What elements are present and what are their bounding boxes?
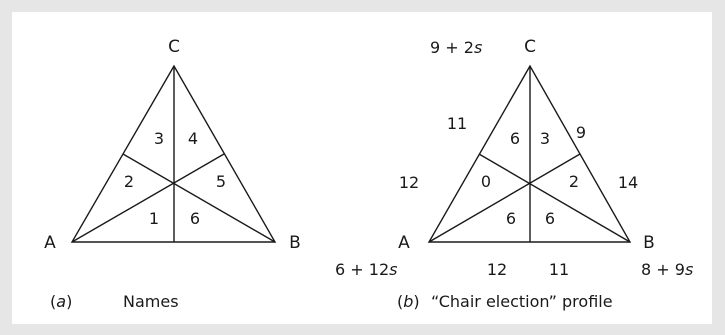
diagram-a: C A B 3 4 2 5 1 6 (a) Names	[44, 37, 301, 311]
figure-frame: C A B 3 4 2 5 1 6 (a) Names C A B 6 3 0 …	[12, 12, 712, 324]
vertex-a-label: A	[398, 233, 410, 253]
edge-label-bottom-right: 11	[549, 260, 569, 279]
vertex-total-b: 8 + 9s	[641, 260, 693, 279]
vertex-total-b-text: 8 + 9s	[641, 260, 693, 279]
region-bottom-right: 6	[545, 209, 555, 228]
region-top-left: 3	[154, 129, 164, 148]
vertex-b-label: B	[289, 233, 301, 253]
edge-label-right-upper: 9	[576, 123, 586, 142]
caption-a-letter: a	[56, 292, 66, 311]
vertex-total-a: 6 + 12s	[335, 260, 397, 279]
edge-label-bottom-left: 12	[487, 260, 507, 279]
region-top-right: 4	[188, 129, 198, 148]
figure-canvas: C A B 3 4 2 5 1 6 (a) Names C A B 6 3 0 …	[44, 37, 693, 311]
vertex-a-label: A	[44, 233, 56, 253]
region-top-right: 3	[540, 129, 550, 148]
region-bottom-left: 1	[149, 209, 159, 228]
vertex-c-label: C	[168, 37, 180, 57]
caption-b-text: “Chair election” profile	[431, 292, 613, 311]
region-bottom-right: 6	[190, 209, 200, 228]
caption-b: (b)	[397, 292, 420, 311]
region-left-upper: 0	[481, 172, 491, 191]
region-left-upper: 2	[124, 172, 134, 191]
vertex-b-label: B	[643, 233, 655, 253]
vertex-c-label: C	[524, 37, 536, 57]
edge-label-left-lower: 12	[399, 173, 419, 192]
edge-label-right-lower: 14	[618, 173, 638, 192]
diagram-b: C A B 6 3 0 2 6 6 11 12 9 14 12 11 9 + 2…	[335, 37, 693, 311]
vertex-total-a-text: 6 + 12s	[335, 260, 397, 279]
vertex-total-c-text: 9 + 2s	[430, 38, 482, 57]
caption-b-letter: b	[403, 292, 413, 311]
region-top-left: 6	[510, 129, 520, 148]
region-right-upper: 2	[569, 172, 579, 191]
median-a-b	[428, 153, 581, 243]
caption-a: (a)	[50, 292, 72, 311]
median-b-a	[122, 153, 276, 243]
median-a-a	[71, 153, 225, 243]
region-right-upper: 5	[216, 172, 226, 191]
edge-label-left-upper: 11	[447, 114, 467, 133]
median-b-b	[478, 153, 631, 243]
caption-a-text: Names	[123, 292, 179, 311]
region-bottom-left: 6	[506, 209, 516, 228]
vertex-total-c: 9 + 2s	[430, 38, 482, 57]
